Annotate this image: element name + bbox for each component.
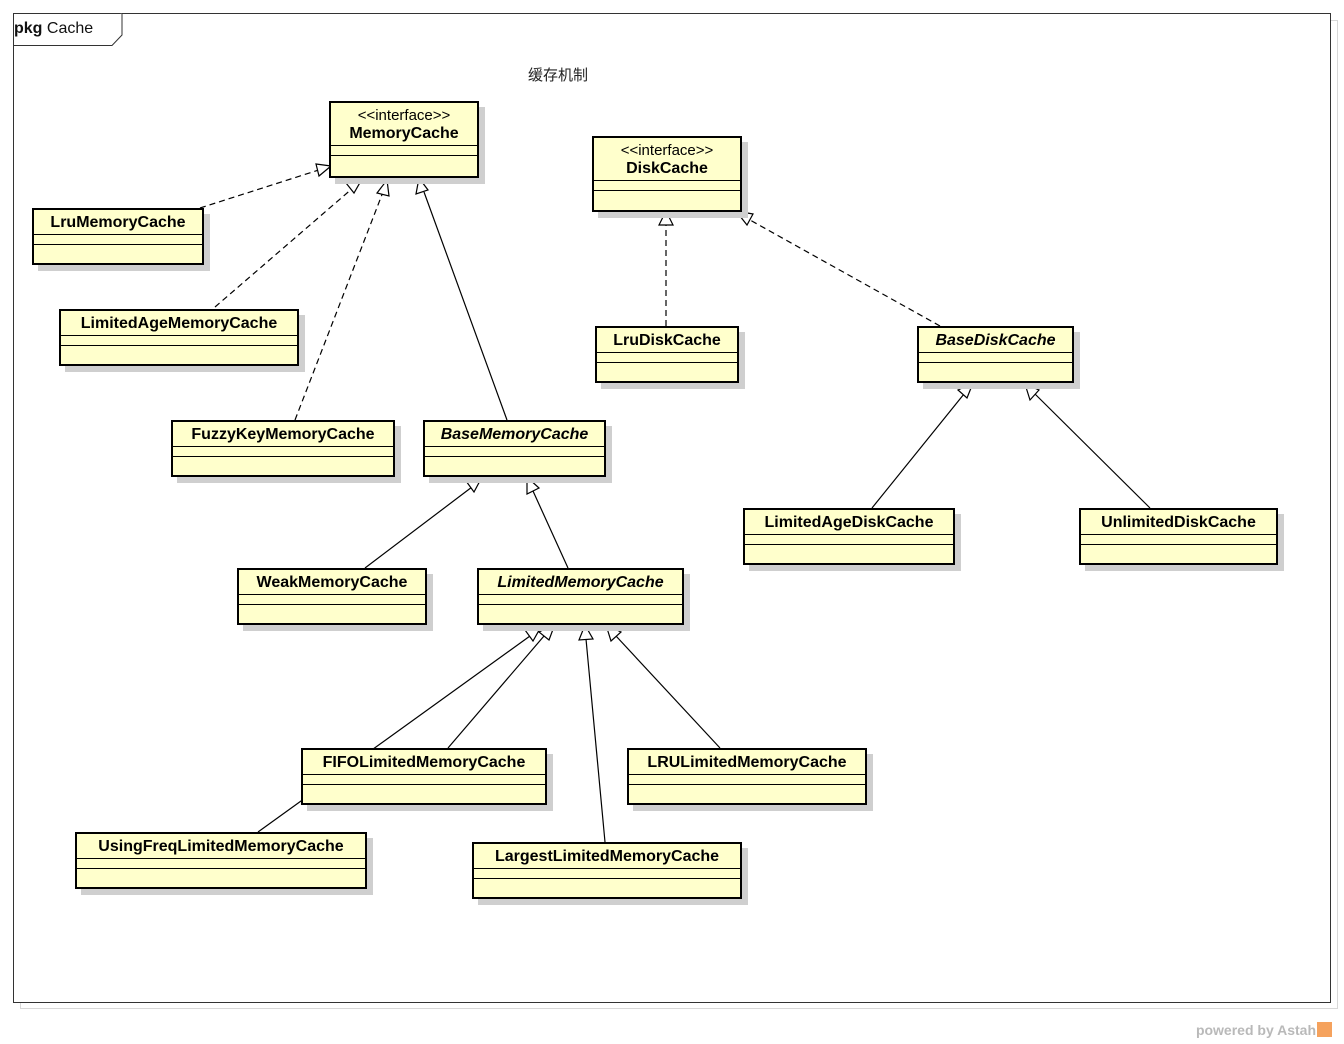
class-operations-section (77, 868, 365, 878)
class-operations-section (479, 604, 682, 614)
class-limited-age-disk-cache[interactable]: LimitedAgeDiskCache (743, 508, 955, 565)
class-attributes-section (173, 446, 393, 456)
class-name: LargestLimitedMemoryCache (494, 848, 720, 865)
class-fuzzy-key-memory-cache[interactable]: FuzzyKeyMemoryCache (171, 420, 395, 477)
class-name: LimitedAgeDiskCache (764, 514, 934, 531)
class-operations-section (34, 244, 202, 254)
footer-text: powered by Astah (1195, 1022, 1316, 1038)
edge-limited-age-memory-realizes-memory-cache (214, 178, 364, 308)
edge-lru-limited-extends-limited (605, 623, 721, 749)
class-lru-memory-cache[interactable]: LruMemoryCache (32, 208, 204, 265)
class-operations-section (1081, 544, 1276, 554)
class-name: WeakMemoryCache (256, 574, 408, 591)
diagram-caption: 缓存机制 (528, 66, 589, 84)
class-attributes-section (303, 774, 545, 784)
class-largest-limited-memory-cache[interactable]: LargestLimitedMemoryCache (472, 842, 742, 899)
class-operations-section (919, 362, 1072, 372)
class-operations-section (61, 345, 297, 355)
class-operations-section (594, 190, 740, 200)
class-attributes-section (597, 352, 737, 362)
class-name: LimitedMemoryCache (497, 574, 664, 591)
edge-fifo-extends-limited (447, 622, 557, 749)
astah-logo-icon (1317, 1022, 1332, 1037)
class-name: BaseMemoryCache (440, 426, 589, 443)
class-operations-section (303, 784, 545, 794)
class-operations-section (425, 456, 604, 466)
class-attributes-section (34, 234, 202, 244)
edge-weak-extends-base-memory (364, 476, 484, 569)
class-attributes-section (594, 180, 740, 190)
class-fifo-limited-memory-cache[interactable]: FIFOLimitedMemoryCache (301, 748, 547, 805)
package-keyword: pkg (14, 20, 43, 37)
class-name: MemoryCache (349, 125, 459, 142)
class-stereotype: <<interface>> (620, 142, 714, 159)
class-lru-limited-memory-cache[interactable]: LRULimitedMemoryCache (627, 748, 867, 805)
edge-base-memory-extends-memory-cache (415, 176, 508, 421)
class-operations-section (474, 878, 740, 888)
edge-limited-age-disk-extends-base-disk (871, 381, 975, 509)
class-name: LruMemoryCache (50, 214, 186, 231)
astah-watermark: powered by Astah (1196, 1022, 1332, 1038)
edge-fuzzy-key-realizes-memory-cache (294, 178, 390, 421)
class-header: <<interface>> MemoryCache (331, 103, 477, 145)
class-unlimited-disk-cache[interactable]: UnlimitedDiskCache (1079, 508, 1278, 565)
class-limited-age-memory-cache[interactable]: LimitedAgeMemoryCache (59, 309, 299, 366)
class-operations-section (173, 456, 393, 466)
class-attributes-section (331, 145, 477, 155)
edge-largest-extends-limited (578, 623, 606, 843)
class-name: LRULimitedMemoryCache (647, 754, 847, 771)
class-operations-section (239, 604, 425, 614)
class-name: BaseDiskCache (935, 332, 1056, 349)
class-weak-memory-cache[interactable]: WeakMemoryCache (237, 568, 427, 625)
class-stereotype: <<interface>> (357, 107, 451, 124)
class-name: UsingFreqLimitedMemoryCache (98, 838, 344, 855)
class-using-freq-limited-memory-cache[interactable]: UsingFreqLimitedMemoryCache (75, 832, 367, 889)
class-name: LimitedAgeMemoryCache (80, 315, 278, 332)
class-operations-section (745, 544, 953, 554)
class-attributes-section (745, 534, 953, 544)
edge-lru-memory-realizes-memory-cache (199, 163, 333, 209)
class-name: FuzzyKeyMemoryCache (191, 426, 375, 443)
package-name: Cache (46, 20, 94, 37)
package-label: pkg Cache (14, 20, 93, 38)
edge-base-disk-realizes-disk-cache (734, 210, 941, 327)
class-attributes-section (61, 335, 297, 345)
class-limited-memory-cache[interactable]: LimitedMemoryCache (477, 568, 684, 625)
class-name: LruDiskCache (613, 332, 721, 349)
class-base-disk-cache[interactable]: BaseDiskCache (917, 326, 1074, 383)
class-attributes-section (77, 858, 365, 868)
class-name: DiskCache (626, 160, 708, 177)
class-base-memory-cache[interactable]: BaseMemoryCache (423, 420, 606, 477)
class-name: UnlimitedDiskCache (1101, 514, 1256, 531)
class-operations-section (331, 155, 477, 165)
class-attributes-section (474, 868, 740, 878)
class-attributes-section (425, 446, 604, 456)
class-attributes-section (479, 594, 682, 604)
package-tab (13, 13, 125, 46)
class-operations-section (597, 362, 737, 372)
class-attributes-section (629, 774, 865, 784)
edge-lru-disk-realizes-disk-cache (658, 209, 674, 326)
class-disk-cache[interactable]: <<interface>> DiskCache (592, 136, 742, 212)
class-attributes-section (1081, 534, 1276, 544)
class-name: FIFOLimitedMemoryCache (322, 754, 526, 771)
class-header: <<interface>> DiskCache (594, 138, 740, 180)
class-lru-disk-cache[interactable]: LruDiskCache (595, 326, 739, 383)
class-memory-cache[interactable]: <<interface>> MemoryCache (329, 101, 479, 178)
edge-limited-extends-base-memory (526, 475, 569, 569)
edge-unlimited-disk-extends-base-disk (1024, 382, 1151, 509)
class-attributes-section (919, 352, 1072, 362)
class-operations-section (629, 784, 865, 794)
class-attributes-section (239, 594, 425, 604)
